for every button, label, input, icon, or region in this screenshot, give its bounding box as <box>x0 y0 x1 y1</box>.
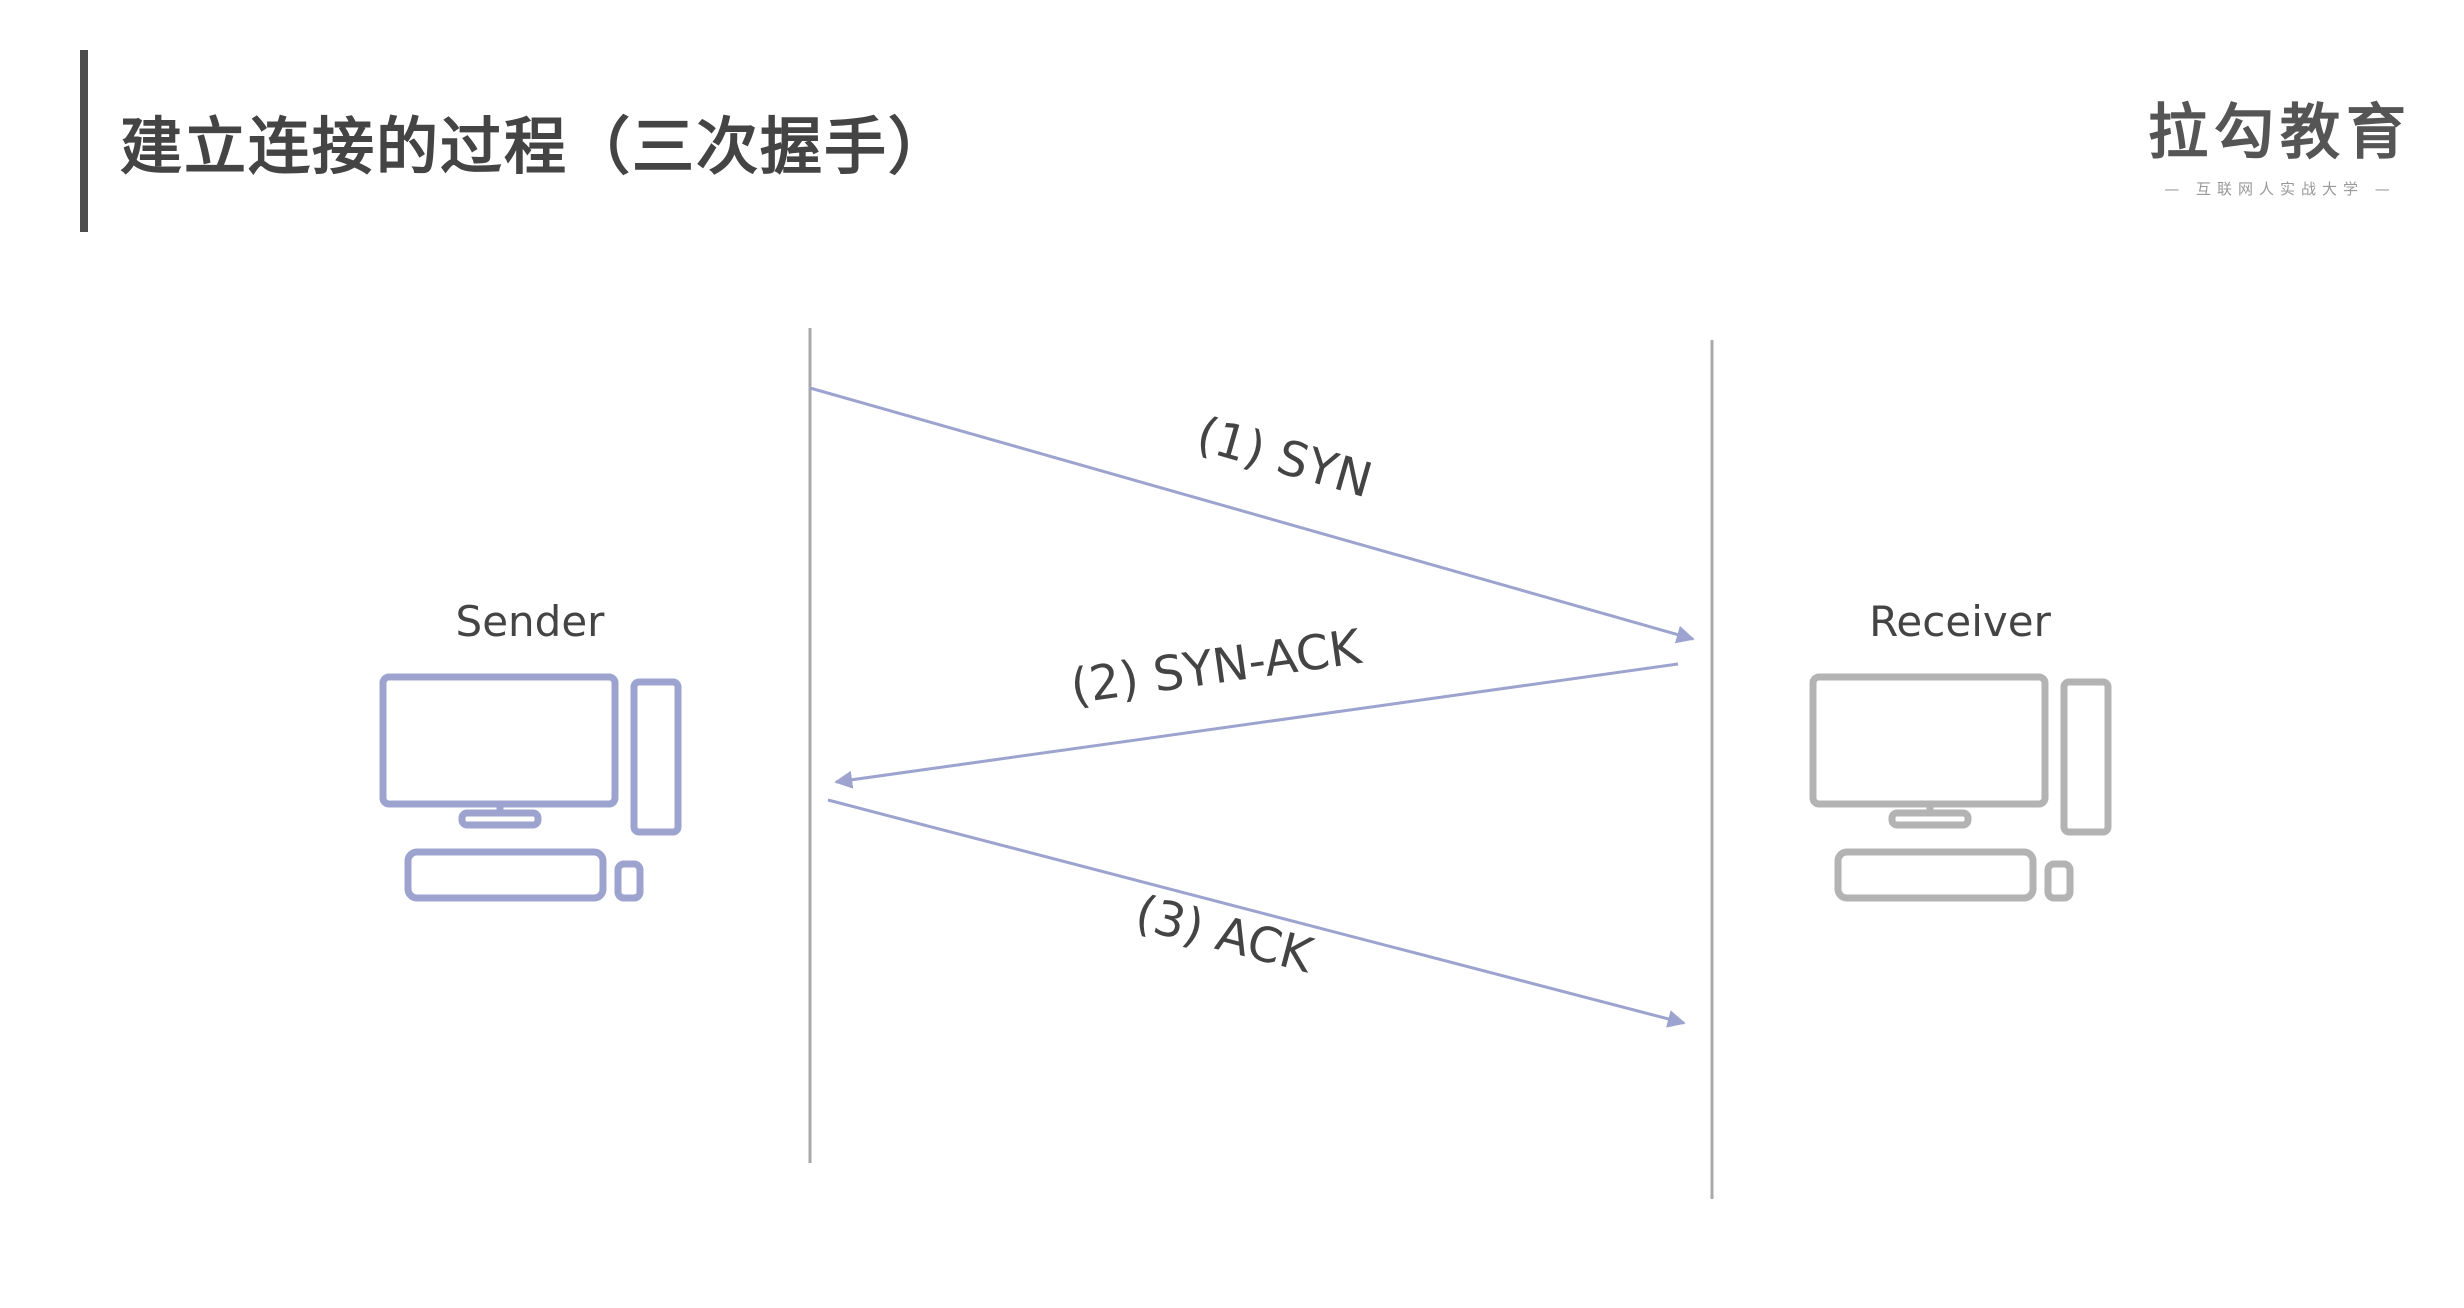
syn-ack-arrow <box>834 662 1679 789</box>
syn-ack-label: (2) SYN-ACK <box>1067 619 1366 715</box>
syn-arrow <box>809 386 1695 644</box>
sender-label: Sender <box>456 597 606 646</box>
ack-arrow <box>827 798 1686 1028</box>
receiver-label: Receiver <box>1869 597 2051 646</box>
sender-computer-icon <box>379 673 682 902</box>
syn-label: (1) SYN <box>1191 406 1378 509</box>
page-title: 建立连接的过程（三次握手） <box>120 110 953 183</box>
logo-tagline: — 互联网人实战大学 — <box>2164 180 2396 198</box>
title-accent-bar <box>80 50 88 232</box>
ack-label: (3) ACK <box>1130 885 1320 985</box>
receiver-computer-icon <box>1809 673 2112 902</box>
logo-main-text: 拉勾教育 <box>2148 98 2412 168</box>
brand-logo: 拉勾教育 — 互联网人实战大学 — <box>2148 96 2412 199</box>
